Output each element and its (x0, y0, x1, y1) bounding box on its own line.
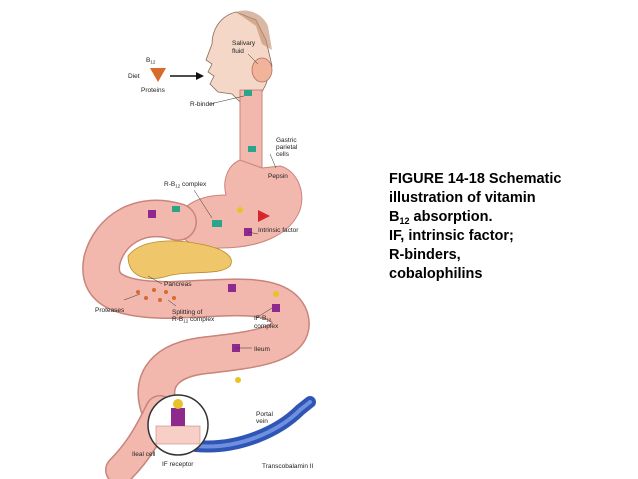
if-receptor-shape (171, 408, 185, 426)
label-salivary-2: fluid (232, 48, 244, 55)
b12-in-receptor (173, 399, 183, 409)
label-gastric-2: parietal (276, 144, 298, 151)
label-splitting-2: R-B12 complex (172, 316, 215, 324)
label-ileum: Ileum (254, 346, 270, 353)
label-rb12-complex: R-B12 complex (164, 181, 207, 189)
if-marker-4 (272, 304, 280, 312)
label-portal-2: vein (256, 418, 268, 425)
label-proteases: Proteases (95, 307, 125, 314)
caption-line-6: cobalophilins (389, 266, 483, 282)
ileal-villi (155, 425, 201, 445)
label-r-binder: R-binder (190, 101, 216, 108)
figure-caption: FIGURE 14-18 Schematic illustration of v… (389, 170, 629, 284)
caption-line-4: IF, intrinsic factor; (389, 228, 514, 244)
b12-dot-2 (273, 291, 279, 297)
r-binder-marker-1 (244, 90, 252, 96)
r-binder-marker-4 (212, 220, 222, 227)
diet-symbol (150, 68, 166, 82)
pancreas (127, 240, 232, 279)
if-marker-2 (148, 210, 156, 218)
label-ifb12-complex-2: complex (254, 323, 279, 330)
label-ileal-cell: Ileal cell (132, 451, 156, 458)
label-if-receptor: IF receptor (162, 461, 194, 468)
intestine-lumen (83, 201, 309, 428)
esophagus (239, 89, 263, 169)
r-binder-marker-3 (172, 206, 180, 212)
label-splitting-1: Splitting of (172, 309, 203, 316)
if-marker-3 (228, 284, 236, 292)
caption-b-sub: 12 (399, 216, 410, 226)
pepsin-arrow (258, 210, 270, 222)
label-salivary-1: Salivary (232, 40, 256, 47)
label-b12: B12 (146, 57, 156, 65)
label-ifb12-complex-1: IF-B12 (254, 315, 272, 323)
protease-dots (136, 288, 176, 302)
label-proteins: Proteins (141, 87, 166, 94)
label-intrinsic-factor: Intrinsic factor (258, 227, 299, 234)
label-transcobalamin: Transcobalamin II (262, 463, 314, 470)
diet-arrow-head (196, 72, 204, 80)
label-gastric-3: cells (276, 151, 290, 158)
caption-absorption: absorption. (409, 209, 493, 225)
salivary-gland (251, 57, 273, 83)
label-portal-1: Portal (256, 411, 274, 418)
label-pancreas: Pancreas (164, 281, 192, 288)
b12-dot-1 (237, 207, 243, 213)
label-gastric-1: Gastric (276, 137, 297, 144)
pointer-lines (123, 53, 277, 349)
b12-dot-3 (235, 377, 241, 383)
label-diet: Diet (128, 73, 140, 80)
caption-line-3: B12 absorption. (389, 208, 629, 227)
caption-line-1: FIGURE 14-18 Schematic (389, 171, 562, 187)
caption-line-2: illustration of vitamin (389, 190, 536, 206)
label-pepsin: Pepsin (268, 173, 288, 180)
caption-line-5: R-binders, (389, 247, 461, 263)
caption-b: B (389, 209, 400, 225)
portal-vein-highlight (194, 400, 312, 449)
r-binder-marker-2 (248, 146, 256, 152)
hair (236, 10, 272, 51)
